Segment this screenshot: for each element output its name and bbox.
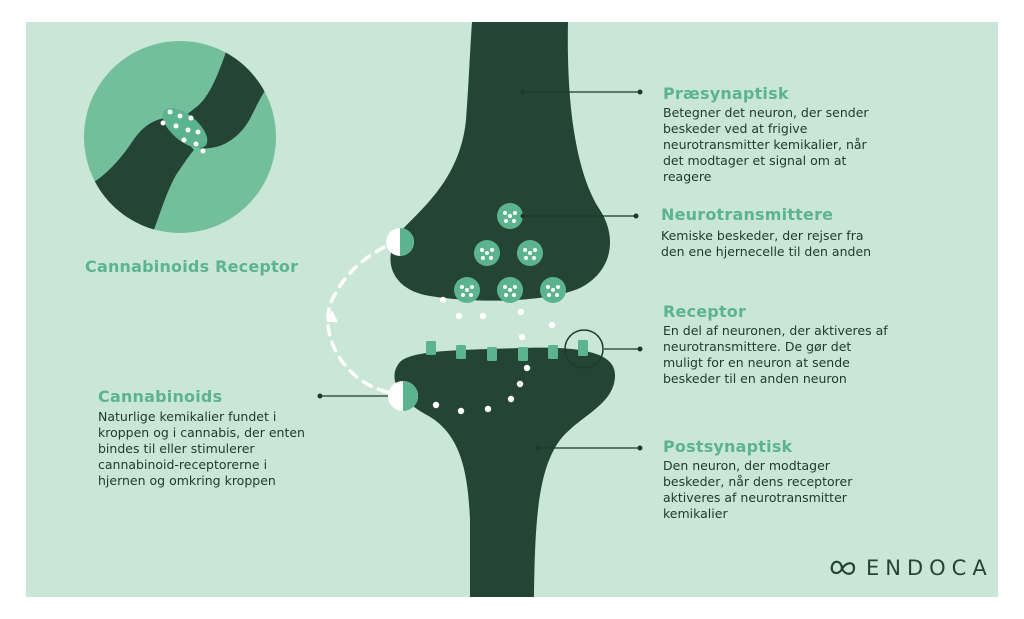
neurotransmitters-annotation: Neurotransmittere Kemiske beskeder, der … xyxy=(661,205,871,260)
receptor-annotation: Receptor En del af neuronen, der aktiver… xyxy=(663,302,888,387)
endoca-logo-wordmark: ENDOCA xyxy=(866,556,993,580)
released-neurotransmitter-dots xyxy=(432,296,556,415)
cannabinoid-binding-site-bottom xyxy=(388,381,418,411)
neurotransmitters-description: Kemiske beskeder, der rejser fra den ene… xyxy=(661,228,871,260)
presynaptic-line: det modtager et signal om at xyxy=(663,153,847,168)
postsynaptic-neuron xyxy=(394,347,615,597)
retrograde-signal-path xyxy=(326,242,392,394)
receptors xyxy=(426,340,588,361)
presynaptic-annotation: Præsynaptisk Betegner det neuron, der se… xyxy=(663,84,869,185)
receptor-title: Receptor xyxy=(663,302,747,321)
inset-label: Cannabinoids Receptor xyxy=(85,257,299,276)
neurotransmitter-vesicles xyxy=(454,203,566,303)
inset-synapse-illustration xyxy=(84,41,276,233)
receptor-description: En del af neuronen, der aktiveres af neu… xyxy=(663,323,888,387)
presynaptic-neuron xyxy=(390,22,611,301)
cannabinoids-line: Naturlige kemikalier fundet i xyxy=(98,409,277,424)
cannabinoids-annotation: Cannabinoids Naturlige kemikalier fundet… xyxy=(98,387,305,489)
presynaptic-line: beskeder ved at frigive xyxy=(663,121,808,136)
receptor-line: neurotransmittere. De gør det xyxy=(663,339,852,354)
postsynaptic-line: kemikalier xyxy=(663,506,728,521)
receptor-highlight-ring xyxy=(564,329,604,369)
postsynaptic-annotation: Postsynaptisk Den neuron, der modtager b… xyxy=(663,437,852,522)
leader-lines xyxy=(320,91,640,449)
presynaptic-description: Betegner det neuron, der sender beskeder… xyxy=(663,105,869,185)
presynaptic-title: Præsynaptisk xyxy=(663,84,789,103)
postsynaptic-line: aktiveres af neurotransmitter xyxy=(663,490,847,505)
arrow-up-icon xyxy=(326,310,338,322)
cannabinoid-binding-site-top xyxy=(386,228,414,256)
presynaptic-line: reagere xyxy=(663,169,712,184)
cannabinoids-line: hjernen og omkring kroppen xyxy=(98,473,276,488)
postsynaptic-line: beskeder, når dens receptorer xyxy=(663,474,853,489)
neurotransmitters-title: Neurotransmittere xyxy=(661,205,834,224)
cannabinoids-description: Naturlige kemikalier fundet i kroppen og… xyxy=(98,409,305,489)
receptor-line: beskeder til en anden neuron xyxy=(663,371,847,386)
postsynaptic-line: Den neuron, der modtager xyxy=(663,458,830,473)
endoca-loop-icon xyxy=(830,560,856,575)
leader-dots xyxy=(317,89,643,451)
cannabinoids-line: cannabinoid-receptorerne i xyxy=(98,457,268,472)
presynaptic-line: Betegner det neuron, der sender xyxy=(663,105,869,120)
presynaptic-line: neurotransmitter kemikalier, når xyxy=(663,137,867,152)
neurotransmitters-line: Kemiske beskeder, der rejser fra xyxy=(661,228,864,243)
cannabinoids-line: bindes til eller stimulerer xyxy=(98,441,255,456)
cannabinoids-title: Cannabinoids xyxy=(98,387,223,406)
postsynaptic-description: Den neuron, der modtager beskeder, når d… xyxy=(663,458,852,522)
cannabinoids-line: kroppen og i cannabis, der enten xyxy=(98,425,305,440)
postsynaptic-title: Postsynaptisk xyxy=(663,437,793,456)
neurotransmitters-line: den ene hjernecelle til den anden xyxy=(661,244,872,259)
receptor-line: muligt for en neuron at sende xyxy=(663,355,850,370)
receptor-line: En del af neuronen, der aktiveres af xyxy=(663,323,888,338)
